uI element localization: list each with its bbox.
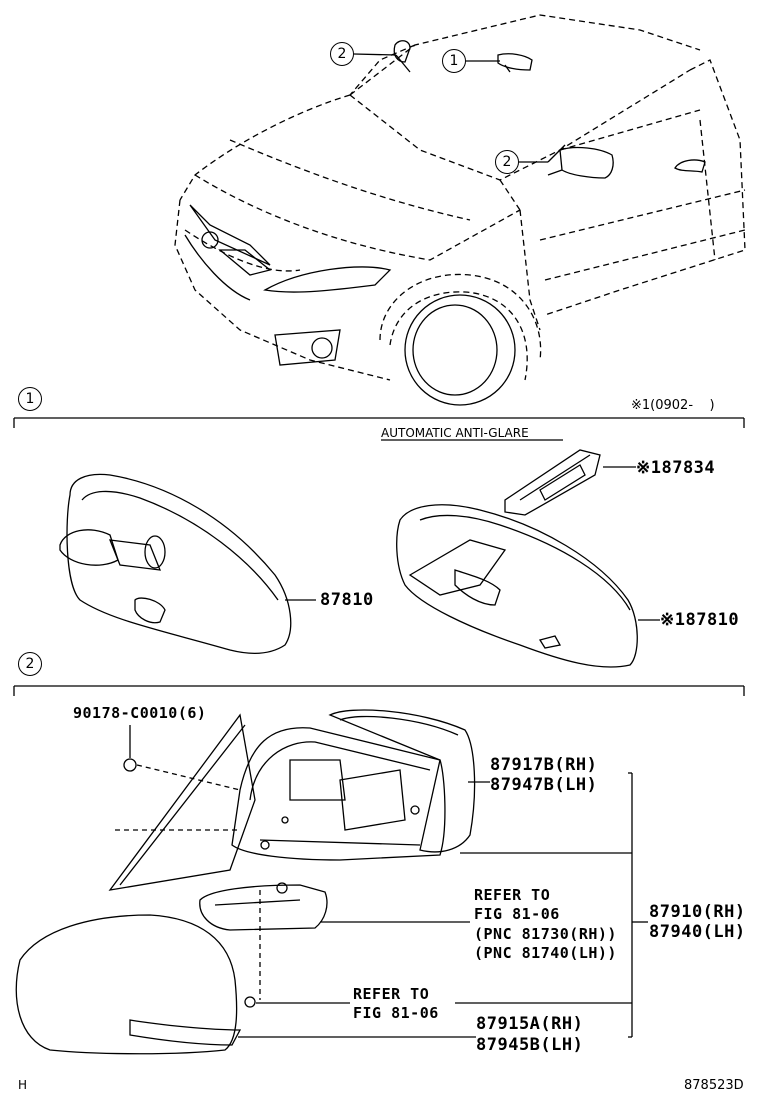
part-number-screw: 90178-C0010(6) bbox=[73, 704, 207, 722]
section2-leaders bbox=[238, 772, 648, 1038]
mirror-housing bbox=[231, 727, 446, 861]
refer-lamp-line4: (PNC 81740(LH)) bbox=[474, 944, 617, 962]
mirror-glass bbox=[328, 709, 476, 853]
refer-lamp-line3: (PNC 81730(RH)) bbox=[474, 925, 617, 943]
part-number-mirror-std: 87810 bbox=[320, 590, 374, 610]
door-bracket bbox=[108, 713, 256, 891]
section2-frame bbox=[13, 685, 745, 696]
screw-part bbox=[123, 725, 137, 772]
car-leaders bbox=[353, 53, 566, 163]
section2-number: 2 bbox=[18, 652, 42, 676]
footer-illustration-number: 878523D bbox=[684, 1078, 744, 1093]
mount-cover bbox=[504, 449, 601, 516]
turn-signal-lamp bbox=[199, 882, 328, 931]
callout-2-windshield: 2 bbox=[330, 42, 354, 66]
callout-1-inner-mirror: 1 bbox=[442, 49, 466, 73]
part-number-glass-lh: 87947B(LH) bbox=[490, 775, 598, 795]
refer-cover-line2: FIG 81-06 bbox=[353, 1004, 439, 1022]
part-number-mirror-auto: ※187810 bbox=[660, 610, 740, 630]
screw-dashed-leaders bbox=[115, 764, 261, 1000]
refer-lamp-line2: FIG 81-06 bbox=[474, 905, 560, 923]
section1-note: ※1(0902- ) bbox=[631, 398, 715, 413]
inner-mirror-standard bbox=[59, 473, 292, 654]
variant-title: AUTOMATIC ANTI-GLARE bbox=[381, 426, 529, 440]
part-number-mount-cover: ※187834 bbox=[636, 458, 716, 478]
part-number-assy-lh: 87940(LH) bbox=[649, 922, 746, 942]
part-number-cover-rh: 87915A(RH) bbox=[476, 1014, 584, 1034]
part-number-assy-rh: 87910(RH) bbox=[649, 902, 746, 922]
callout-2-outer-mirror: 2 bbox=[495, 150, 519, 174]
mirror-cover bbox=[15, 914, 256, 1055]
car-details bbox=[184, 40, 706, 406]
refer-lamp-line1: REFER TO bbox=[474, 886, 551, 904]
footer-left-code: H bbox=[18, 1078, 28, 1092]
refer-cover-line1: REFER TO bbox=[353, 985, 430, 1003]
section1-frame bbox=[13, 417, 745, 441]
car-illustration bbox=[174, 14, 746, 381]
part-number-glass-rh: 87917B(RH) bbox=[490, 755, 598, 775]
section1-number: 1 bbox=[18, 387, 42, 411]
inner-mirror-auto bbox=[396, 504, 638, 668]
part-number-cover-lh: 87945B(LH) bbox=[476, 1035, 584, 1055]
